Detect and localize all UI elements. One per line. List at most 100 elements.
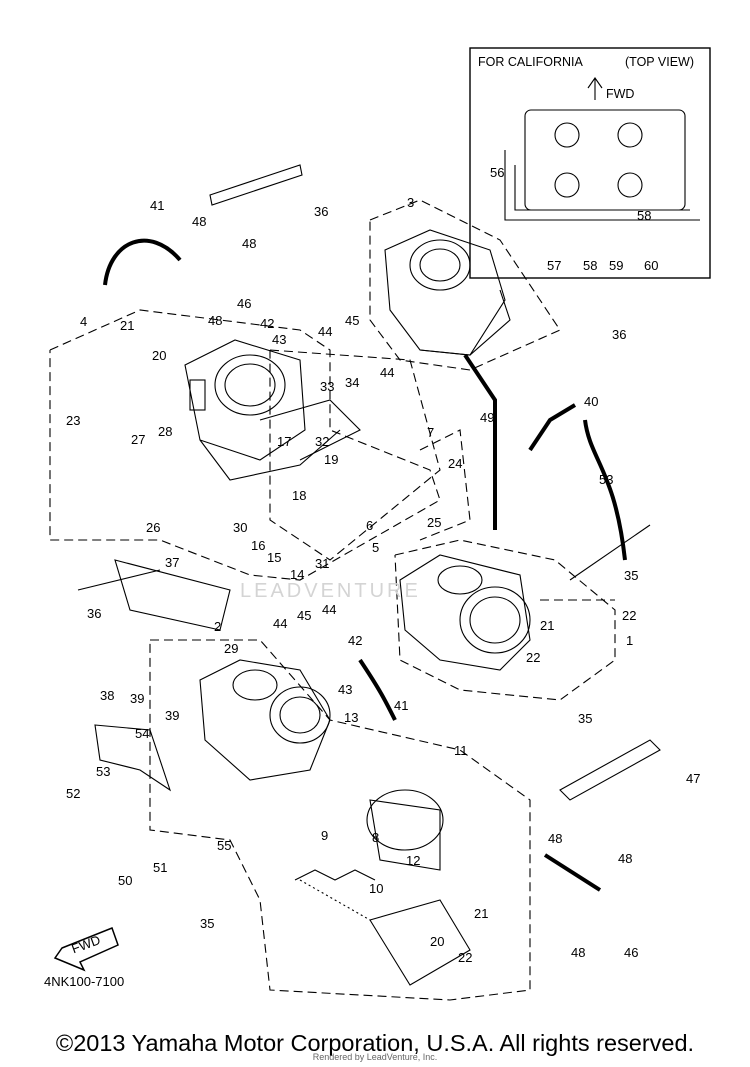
- callout-8: 8: [372, 830, 379, 845]
- callout-28: 28: [158, 424, 172, 439]
- inset-top-view-artwork: [504, 77, 700, 221]
- callout-51: 51: [153, 860, 167, 875]
- callout-35: 35: [578, 711, 592, 726]
- callout-43: 43: [272, 332, 286, 347]
- linkage: [77, 164, 661, 801]
- callout-22: 22: [458, 950, 472, 965]
- callout-45: 45: [297, 608, 311, 623]
- callout-25: 25: [427, 515, 441, 530]
- callout-39: 39: [130, 691, 144, 706]
- callout-29: 29: [224, 641, 238, 656]
- callout-52: 52: [66, 786, 80, 801]
- carburetor-body-lower-right: [399, 554, 531, 671]
- callout-37: 37: [165, 555, 179, 570]
- callout-4: 4: [80, 314, 87, 329]
- callout-54: 54: [135, 726, 149, 741]
- callout-34: 34: [345, 375, 359, 390]
- callout-38: 38: [100, 688, 114, 703]
- callout-32: 32: [315, 434, 329, 449]
- callout-35: 35: [624, 568, 638, 583]
- callout-43: 43: [338, 682, 352, 697]
- diaphragm-assembly: [294, 789, 471, 986]
- callout-30: 30: [233, 520, 247, 535]
- carburetor-body-upper-right: [384, 229, 511, 356]
- callout-53: 53: [599, 472, 613, 487]
- callout-48: 48: [571, 945, 585, 960]
- callout-49: 49: [480, 410, 494, 425]
- callout-44: 44: [322, 602, 336, 617]
- callout-44: 44: [380, 365, 394, 380]
- callout-15: 15: [267, 550, 281, 565]
- callout-11: 11: [454, 743, 468, 758]
- callout-36: 36: [87, 606, 101, 621]
- callout-22: 22: [526, 650, 540, 665]
- callout-10: 10: [369, 881, 383, 896]
- callout-46: 46: [237, 296, 251, 311]
- inset-frame: [469, 47, 711, 279]
- fwd-arrow-shape: [53, 927, 119, 972]
- callout-48: 48: [548, 831, 562, 846]
- callout-42: 42: [260, 316, 274, 331]
- callout-55: 55: [217, 838, 231, 853]
- callout-2: 2: [214, 619, 221, 634]
- callout-21: 21: [474, 906, 488, 921]
- callout-60: 60: [644, 258, 658, 273]
- render-credit: Rendered by LeadVenture, Inc.: [312, 1052, 438, 1062]
- watermark: LEADVENTURE: [240, 580, 421, 602]
- callout-35: 35: [200, 916, 214, 931]
- inset-fwd-label: FWD: [606, 87, 634, 101]
- carburetor-body-lower-left: [199, 659, 331, 781]
- callout-20: 20: [430, 934, 444, 949]
- callout-57: 57: [547, 258, 561, 273]
- callout-6: 6: [366, 518, 373, 533]
- callout-48: 48: [192, 214, 206, 229]
- callout-9: 9: [321, 828, 328, 843]
- callout-58: 58: [583, 258, 597, 273]
- callout-45: 45: [345, 313, 359, 328]
- callout-48: 48: [618, 851, 632, 866]
- callout-12: 12: [406, 853, 420, 868]
- inset-title-right: (TOP VIEW): [625, 55, 694, 69]
- callout-53: 53: [96, 764, 110, 779]
- callout-41: 41: [394, 698, 408, 713]
- fwd-arrow-label: FWD: [69, 932, 102, 956]
- callout-40: 40: [584, 394, 598, 409]
- diagram-code: 4NK100-7100: [44, 974, 124, 989]
- callout-39: 39: [165, 708, 179, 723]
- callout-19: 19: [324, 452, 338, 467]
- callout-18: 18: [292, 488, 306, 503]
- callout-16: 16: [251, 538, 265, 553]
- callout-44: 44: [318, 324, 332, 339]
- callout-48: 48: [242, 236, 256, 251]
- callout-33: 33: [320, 379, 334, 394]
- callout-36: 36: [612, 327, 626, 342]
- callout-58: 58: [637, 208, 651, 223]
- callout-13: 13: [344, 710, 358, 725]
- callout-24: 24: [448, 456, 462, 471]
- callout-14: 14: [290, 567, 304, 582]
- callout-47: 47: [686, 771, 700, 786]
- callout-22: 22: [622, 608, 636, 623]
- callout-5: 5: [372, 540, 379, 555]
- carburetor-body-upper-left: [184, 339, 361, 481]
- callout-59: 59: [609, 258, 623, 273]
- assembly-outlines: [49, 199, 616, 1001]
- diagram-artwork: [49, 47, 711, 1001]
- callout-46: 46: [624, 945, 638, 960]
- callout-56: 56: [490, 165, 504, 180]
- callout-50: 50: [118, 873, 132, 888]
- callout-27: 27: [131, 432, 145, 447]
- callout-7: 7: [427, 425, 434, 440]
- callout-23: 23: [66, 413, 80, 428]
- callout-42: 42: [348, 633, 362, 648]
- callout-3: 3: [407, 195, 414, 210]
- callout-44: 44: [273, 616, 287, 631]
- callout-41: 41: [150, 198, 164, 213]
- callout-31: 31: [315, 556, 329, 571]
- copyright-notice: ©2013 Yamaha Motor Corporation, U.S.A. A…: [55, 1030, 695, 1056]
- callout-48: 48: [208, 313, 222, 328]
- hoses: [103, 238, 627, 892]
- callout-1: 1: [626, 633, 633, 648]
- callout-17: 17: [277, 434, 291, 449]
